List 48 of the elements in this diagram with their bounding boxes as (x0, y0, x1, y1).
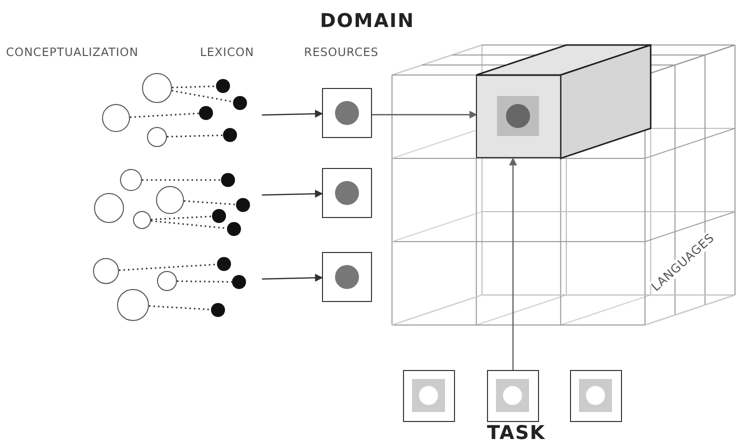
concept-circle (117, 289, 149, 321)
resource-box (322, 168, 372, 218)
concept-circle (142, 73, 172, 103)
lexicon-dot (199, 106, 213, 120)
lexicon-dot (227, 222, 241, 236)
lexicon-dot (216, 79, 230, 93)
heading: TASK (487, 422, 546, 444)
concept-circle (120, 169, 142, 191)
arrow (509, 157, 517, 370)
lexicon-dot (236, 198, 250, 212)
concept-circle (94, 193, 124, 223)
dotted-line (118, 264, 218, 271)
dotted-line (148, 305, 212, 310)
dotted-line (172, 85, 216, 88)
lexicon-dot (233, 96, 247, 110)
cube-cell (476, 75, 561, 158)
dotted-line (184, 200, 236, 206)
lexicon-dot (221, 173, 235, 187)
dotted-line (172, 90, 234, 102)
lexicon-dot (232, 275, 246, 289)
lexicon-dot (212, 209, 226, 223)
concept-circle (93, 258, 119, 284)
dotted-line (150, 216, 212, 220)
resource-box (322, 252, 372, 302)
concept-circle (147, 127, 167, 147)
dotted-line (142, 179, 221, 181)
concept-circle (157, 271, 177, 291)
dotted-line (176, 280, 232, 283)
arrow (262, 110, 323, 118)
concept-circle (156, 186, 184, 214)
arrow (262, 274, 323, 282)
task-box (570, 370, 622, 422)
task-box (403, 370, 455, 422)
column-label: LEXICON (200, 45, 254, 59)
dotted-line (166, 134, 224, 138)
concept-circle (133, 211, 151, 229)
lexicon-dot (217, 257, 231, 271)
arrow (262, 190, 323, 198)
lexicon-dot (211, 303, 225, 317)
lexicon-dot (223, 128, 237, 142)
resource-box (322, 88, 372, 138)
task-box (487, 370, 539, 422)
heading: DOMAIN (320, 10, 415, 32)
column-label: CONCEPTUALIZATION (6, 45, 138, 59)
concept-circle (102, 104, 130, 132)
dotted-line (130, 112, 200, 118)
column-label: RESOURCES (304, 45, 379, 59)
arrow (372, 110, 478, 119)
